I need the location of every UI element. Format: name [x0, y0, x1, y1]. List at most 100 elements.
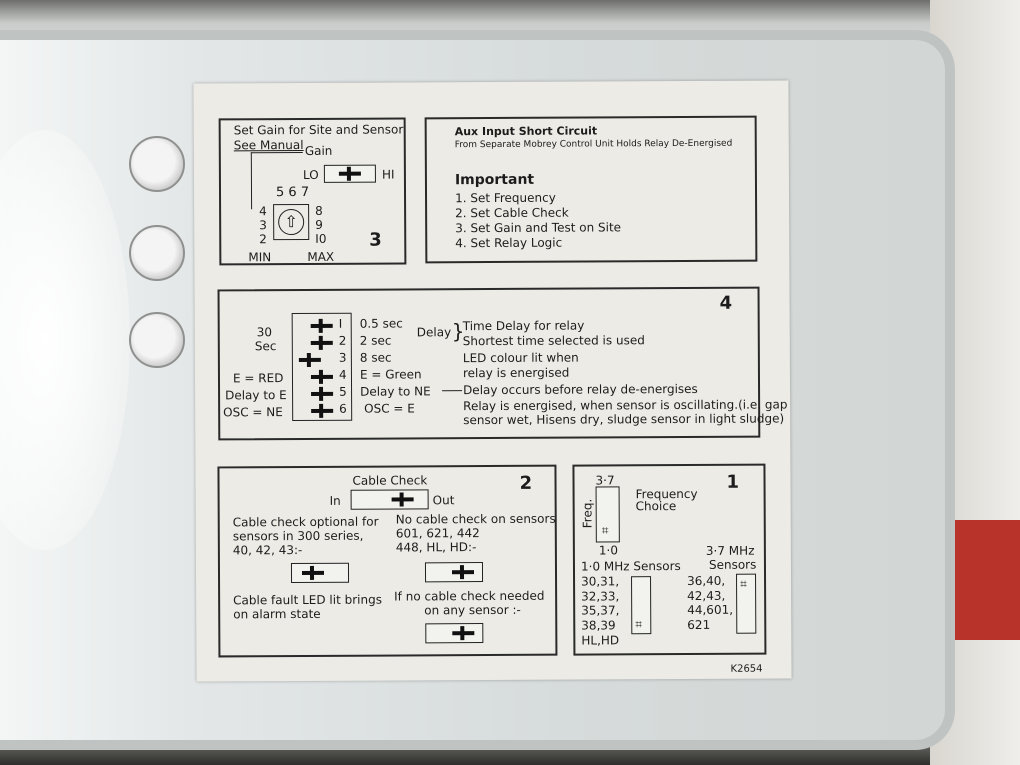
switch-number: 5	[339, 384, 347, 399]
switch-knob-icon	[310, 340, 333, 345]
jumper-icon: ⌗	[740, 576, 747, 591]
switch-knob-icon	[301, 570, 325, 576]
switch-number: 6	[339, 401, 347, 416]
note: Delay occurs before relay de-energises	[463, 381, 698, 398]
note: relay is energised	[462, 365, 570, 381]
switch-knob-icon	[452, 631, 475, 636]
dial-number: I0	[315, 231, 327, 246]
step-number: 3	[369, 229, 382, 251]
pointer-line	[442, 390, 463, 392]
right-option: Delay to NE	[360, 384, 431, 399]
freq-top-label: 3·7	[595, 473, 615, 488]
step-number: 2	[519, 472, 533, 494]
right-option: OSC = E	[364, 401, 415, 416]
step-item: 2. Set Cable Check	[455, 205, 569, 221]
note: LED colour lit when	[462, 350, 579, 366]
note: 601, 621, 442	[395, 526, 480, 541]
out-label: Out	[432, 493, 455, 508]
jumper-example: ⌗	[631, 576, 652, 635]
switch-knob-icon	[311, 391, 334, 396]
dial-number: 4	[259, 204, 267, 219]
sensor-item: 35,37,	[581, 603, 620, 618]
connector-line	[250, 151, 303, 154]
relay-panel: 4 30 Sec E = RED Delay to E OSC = NE I 2…	[217, 286, 788, 441]
gain-label: Gain	[304, 143, 333, 158]
part-code: K2654	[730, 663, 763, 675]
cable-check-switch	[350, 489, 429, 510]
min-label: MIN	[248, 250, 272, 265]
sensor-item: HL,HD	[581, 633, 620, 648]
switch-knob-icon	[338, 171, 361, 176]
gain-switch	[323, 164, 376, 183]
jumper-icon: ⌗	[635, 617, 643, 632]
left-option: E = RED	[232, 371, 284, 386]
note: Shortest time selected is used	[462, 333, 645, 349]
sec-label: Sec	[254, 339, 277, 354]
left-option: OSC = NE	[223, 405, 283, 420]
frequency-jumper: ⌗	[595, 486, 620, 543]
sensor-item: 42,43,	[687, 588, 726, 603]
info-panel: Aux Input Short Circuit From Separate Mo…	[424, 115, 758, 264]
sensor-item: 36,40,	[687, 573, 726, 588]
step-number: 1	[726, 471, 740, 493]
note: sensors in 300 series,	[232, 528, 364, 544]
sensor-group-title: Sensors	[708, 557, 757, 572]
important-heading: Important	[454, 171, 535, 189]
connector-line	[250, 152, 253, 210]
gain-dial: ⇧	[273, 203, 310, 241]
cable-check-title: Cable Check	[352, 473, 428, 488]
sensor-group-title: 1·0 MHz Sensors	[580, 559, 681, 574]
dial-number: 3	[259, 218, 267, 233]
switch-number: 2	[338, 333, 347, 348]
in-label: In	[329, 493, 341, 508]
switch-out-example	[425, 623, 484, 644]
switch-out-example	[424, 562, 484, 583]
switch-knob-icon	[391, 497, 414, 502]
thirty-label: 30	[256, 325, 273, 340]
step-number: 4	[719, 292, 733, 314]
note: on alarm state	[233, 606, 321, 622]
sensor-item: 30,31,	[581, 574, 620, 589]
note: sensor wet, Hisens dry, sludge sensor in…	[463, 411, 785, 428]
gain-title: Set Gain for Site and Sensor	[233, 122, 404, 138]
aux-subtitle: From Separate Mobrey Control Unit Holds …	[454, 138, 733, 151]
jumper-example: ⌗	[736, 573, 757, 634]
left-option: Delay to E	[225, 388, 287, 403]
max-label: MAX	[307, 249, 335, 264]
right-option: 2 sec	[359, 333, 392, 348]
choice-label: Choice	[635, 499, 677, 514]
switch-knob-icon	[311, 408, 334, 413]
sensor-group-title: 3·7 MHz	[705, 543, 755, 558]
led-window	[129, 136, 185, 192]
step-item: 4. Set Relay Logic	[455, 235, 563, 251]
note: No cable check on sensors	[395, 511, 556, 527]
led-window	[129, 225, 185, 281]
red-sign	[955, 520, 1020, 640]
switch-knob-icon	[298, 357, 321, 363]
sensor-item: 44,601,	[687, 602, 734, 617]
dial-top-numbers: 5 6 7	[275, 184, 310, 201]
note: If no cable check needed	[394, 588, 545, 604]
right-option: 0.5 sec	[359, 316, 403, 331]
cable-check-panel: 2 Cable Check In Out Cable check optiona…	[217, 464, 558, 658]
dial-number: 9	[315, 217, 323, 232]
note: 40, 42, 43:-	[232, 542, 303, 558]
dip-switch-block: I 2 3 4 5 6	[291, 312, 353, 422]
led-window	[129, 312, 185, 368]
step-item: 1. Set Frequency	[455, 190, 556, 206]
dial-number: 2	[259, 232, 267, 247]
switch-number: I	[338, 316, 343, 331]
note: Cable check optional for	[232, 514, 379, 530]
right-option: 8 sec	[359, 350, 392, 365]
freq-bottom-label: 1·0	[598, 543, 619, 558]
settings-label: Set Gain for Site and Sensor See Manual …	[193, 80, 792, 682]
switch-knob-icon	[310, 323, 333, 328]
switch-in-example	[290, 562, 350, 584]
frequency-panel: 1 3·7 Freq. ⌗ Frequency Choice 1·0 1·0 M…	[572, 463, 767, 656]
hi-label: HI	[381, 167, 395, 182]
switch-knob-icon	[451, 570, 475, 575]
jumper-icon: ⌗	[601, 523, 609, 538]
note: Cable fault LED lit brings	[233, 592, 382, 608]
see-manual: See Manual	[233, 137, 304, 153]
sensor-item: 621	[687, 617, 711, 632]
